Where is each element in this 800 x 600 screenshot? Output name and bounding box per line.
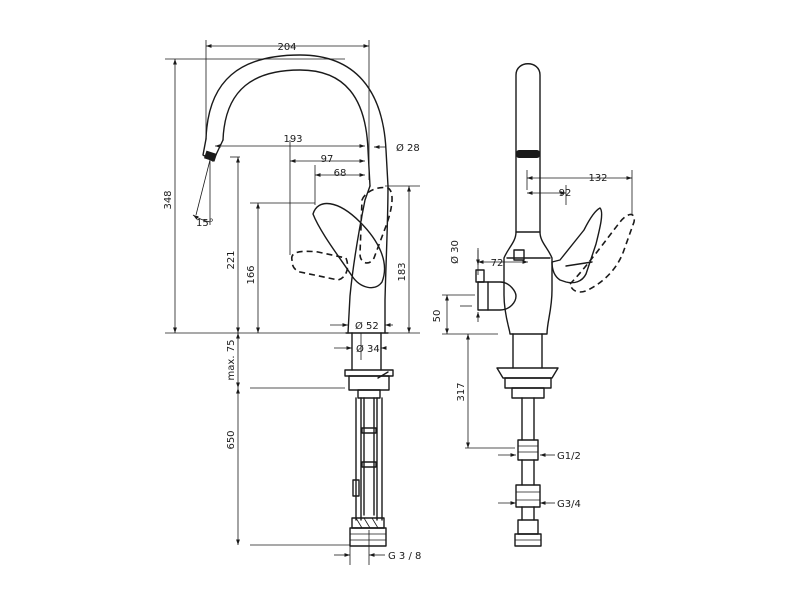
mixer-body <box>345 185 389 334</box>
dim-221: 221 <box>226 250 237 269</box>
lever-open-position-up <box>359 186 393 264</box>
dim-183: 183 <box>397 262 408 281</box>
front-lever-open-position <box>569 213 636 293</box>
front-view: 132 92 Ø 30 72 50 317 G1/2 G3/4 <box>432 63 636 547</box>
dim-317: 317 <box>456 382 467 401</box>
dim-193: 193 <box>283 134 302 145</box>
side-dimension-labels: 204 193 97 68 Ø 28 348 15° 221 166 183 Ø… <box>163 42 421 562</box>
dim-dia-34: Ø 34 <box>356 343 380 355</box>
side-view: 204 193 97 68 Ø 28 348 15° 221 166 183 Ø… <box>163 40 421 565</box>
dim-68: 68 <box>334 168 347 179</box>
lever-handle <box>312 202 386 289</box>
dim-204: 204 <box>277 42 296 53</box>
dim-132: 132 <box>588 173 607 184</box>
front-dimension-lines <box>445 176 632 505</box>
mounting-set-front <box>496 333 559 547</box>
front-spout <box>515 63 541 233</box>
mounting-set-side <box>344 332 394 547</box>
dim-72: 72 <box>491 258 504 269</box>
dim-50: 50 <box>432 310 443 323</box>
dim-92: 92 <box>559 188 572 199</box>
side-dimension-lines <box>173 44 411 557</box>
dim-g-1-2: G1/2 <box>557 451 581 462</box>
dim-max-75: max. 75 <box>226 340 237 381</box>
dim-650: 650 <box>226 430 237 449</box>
dim-166: 166 <box>246 265 257 284</box>
dim-dia-52: Ø 52 <box>355 320 379 332</box>
front-extension-lines <box>442 170 633 449</box>
dim-angle-15: 15° <box>196 218 214 229</box>
front-dimension-labels: 132 92 Ø 30 72 50 317 G1/2 G3/4 <box>432 173 608 510</box>
dim-g-3-8: G 3 / 8 <box>388 551 421 562</box>
gooseneck-spout <box>202 54 389 187</box>
front-lever-handle <box>551 207 603 284</box>
dim-dia-30: Ø 30 <box>449 240 461 264</box>
dim-dia-28: Ø 28 <box>396 142 420 154</box>
dim-97: 97 <box>321 154 334 165</box>
front-body <box>475 231 553 335</box>
dim-g-3-4: G3/4 <box>557 499 581 510</box>
dim-348: 348 <box>163 190 174 209</box>
lever-open-position-left <box>291 250 349 281</box>
